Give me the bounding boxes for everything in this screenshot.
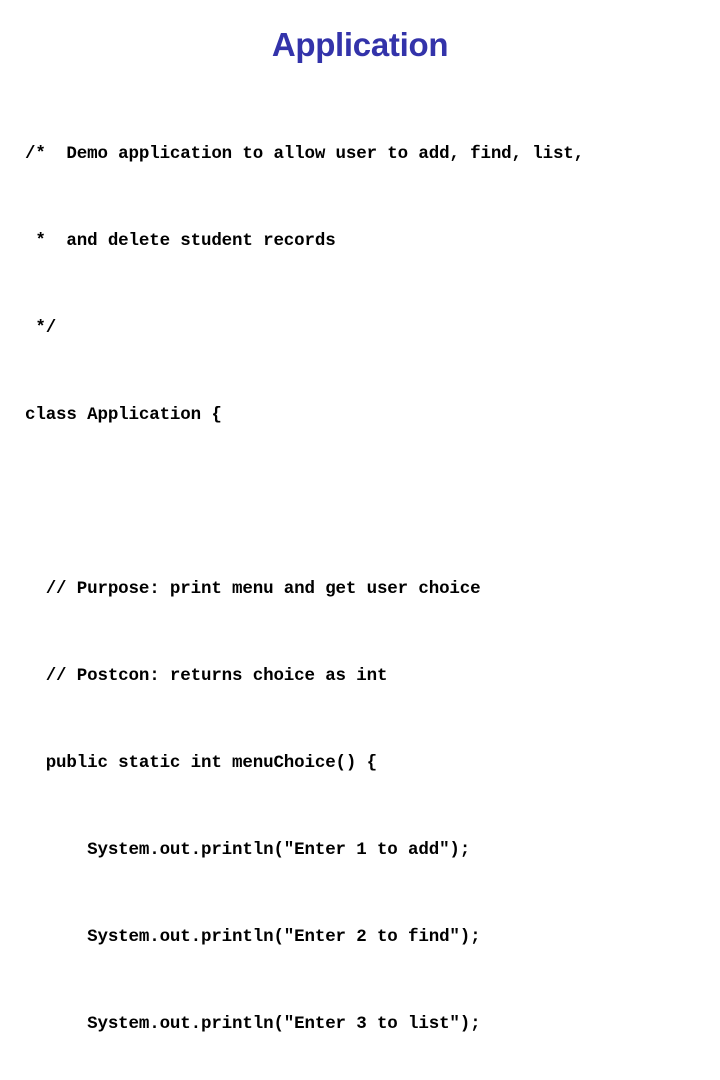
code-line: class Application { xyxy=(25,405,222,425)
code-line: // Postcon: returns choice as int xyxy=(25,666,388,686)
code-line: System.out.println("Enter 3 to list"); xyxy=(25,1014,481,1034)
code-line-blank xyxy=(25,488,715,517)
code-line: // Purpose: print menu and get user choi… xyxy=(25,579,481,599)
code-line: * and delete student records xyxy=(25,231,336,251)
slide-canvas: Application /* Demo application to allow… xyxy=(25,26,585,1034)
code-line: /* Demo application to allow user to add… xyxy=(25,144,584,164)
page-title: Application xyxy=(271,26,449,63)
code-line: System.out.println("Enter 2 to find"); xyxy=(25,927,481,947)
code-line: System.out.println("Enter 1 to add"); xyxy=(25,840,471,860)
code-listing: /* Demo application to allow user to add… xyxy=(25,82,715,1080)
code-line: public static int menuChoice() { xyxy=(25,753,377,773)
code-line: */ xyxy=(25,318,57,338)
